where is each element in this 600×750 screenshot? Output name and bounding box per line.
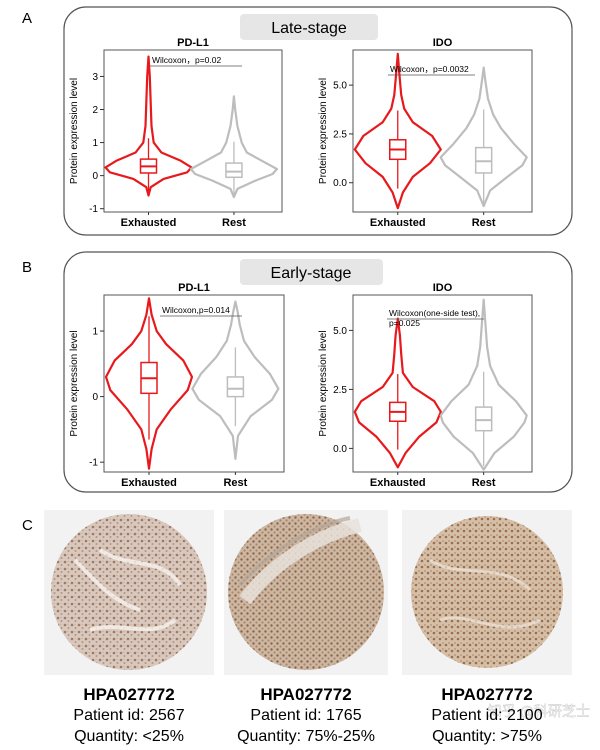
box-rest (225, 162, 243, 179)
y-axis-label: Protein expression level (69, 78, 80, 184)
violin-rest (189, 95, 278, 199)
x-tick-label: Exhausted (370, 477, 426, 489)
y-tick-label: -1 (89, 204, 98, 215)
y-tick-label: 5.0 (333, 81, 347, 92)
x-tick-label: Exhausted (370, 217, 426, 229)
plot-frame (103, 294, 285, 473)
tissue-image-1 (44, 510, 214, 675)
test-label: Wilcoxon(one-side test), (389, 308, 480, 318)
plot-frame (103, 49, 283, 213)
plot-title: IDO (433, 37, 453, 49)
x-tick-label: Rest (222, 217, 246, 229)
quantity: Quantity: 75%-25% (237, 728, 375, 745)
test-label: p=0.025 (389, 318, 420, 328)
plot-frame (352, 294, 533, 473)
violin-rest (191, 300, 280, 460)
antibody-id: HPA027772 (441, 685, 533, 704)
tissue-image-3 (402, 510, 572, 675)
test-label: Wilcoxon，p=0.0032 (390, 64, 469, 74)
patient-id: Patient id: 1765 (250, 707, 362, 724)
tissue-image-2 (224, 510, 388, 675)
sample-caption-2: HPA027772 Patient id: 1765 Quantity: 75%… (215, 684, 397, 747)
violin-exhausted (353, 52, 442, 210)
y-tick-label: 1 (92, 138, 98, 149)
y-tick-label: 0.0 (333, 178, 347, 189)
test-label: Wilcoxon,p=0.014 (162, 305, 230, 315)
x-tick-label: Exhausted (121, 217, 177, 229)
panel-letter-c: C (22, 517, 33, 534)
watermark: 知乎 @科研芝士 (488, 703, 590, 720)
y-axis-label: Protein expression level (69, 330, 80, 436)
x-tick-label: Rest (223, 477, 247, 489)
plot-title: PD-L1 (177, 37, 209, 49)
panel-letter-a: A (22, 10, 32, 27)
y-tick-label: 3 (92, 72, 98, 83)
violin-rest (439, 66, 528, 208)
x-tick-label: Rest (472, 217, 496, 229)
y-axis-label: Protein expression level (318, 330, 329, 436)
patient-id: Patient id: 2100 (431, 707, 543, 724)
y-axis-label: Protein expression level (318, 78, 329, 184)
y-tick-label: 5.0 (333, 326, 347, 337)
box-rest (474, 406, 493, 432)
box-rest (226, 376, 245, 398)
violin-plot-late-ido: IDO Protein expression level 0.0 2.5 5.0Exha… (318, 37, 533, 229)
plot-frame (352, 49, 533, 213)
plot-title: PD-L1 (178, 282, 210, 294)
quantity: Quantity: >75% (432, 728, 542, 745)
y-tick-label: 2 (92, 105, 98, 116)
stage-banner-a (240, 14, 378, 40)
stage-banner-b (240, 259, 383, 285)
y-tick-label: 0 (92, 171, 98, 182)
violin-plot-early-ido: IDO Protein expression level 0.0 2.5 5.0Exha… (318, 282, 533, 489)
antibody-id: HPA027772 (260, 685, 352, 704)
panel-a-frame (63, 6, 573, 236)
y-tick-label: 2.5 (333, 129, 347, 140)
y-tick-label: 2.5 (333, 385, 347, 396)
stage-label-a: Late-stage (271, 20, 347, 37)
sample-caption-3: HPA027772 Patient id: 2100 Quantity: >75… (402, 684, 572, 747)
sample-caption-1: HPA027772 Patient id: 2567 Quantity: <25… (44, 684, 214, 747)
y-tick-label: -1 (89, 458, 98, 469)
y-tick-label: 0 (92, 392, 98, 403)
plot-title: IDO (433, 282, 453, 294)
x-tick-label: Exhausted (121, 477, 177, 489)
patient-id: Patient id: 2567 (73, 707, 185, 724)
panel-letter-b: B (22, 259, 32, 276)
panel-b-frame (63, 251, 573, 493)
test-label: Wilcoxon，p=0.02 (152, 55, 221, 65)
y-tick-label: 1 (92, 327, 98, 338)
violin-rest (439, 298, 528, 471)
antibody-id: HPA027772 (83, 685, 175, 704)
violin-exhausted (104, 297, 194, 470)
y-tick-label: 0.0 (333, 444, 347, 455)
quantity: Quantity: <25% (74, 728, 184, 745)
x-tick-label: Rest (472, 477, 496, 489)
stage-label-b: Early-stage (271, 265, 352, 282)
